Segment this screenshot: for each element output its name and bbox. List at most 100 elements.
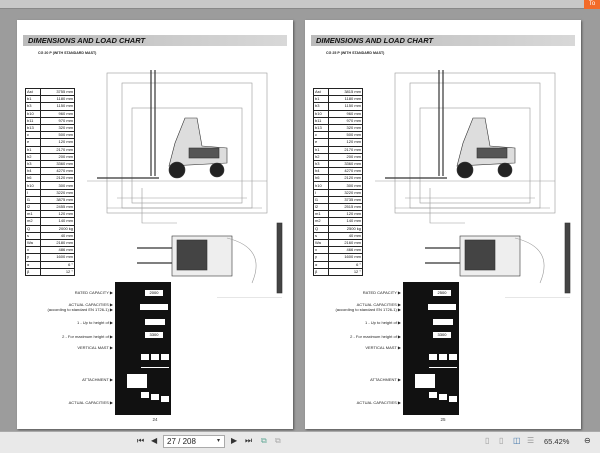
- zoom-level[interactable]: 65.42%: [544, 437, 570, 446]
- spec-symbol: e: [313, 138, 329, 147]
- plate-label: ACTUAL CAPACITIES: [69, 302, 113, 307]
- actual-capacity-box: [428, 304, 456, 310]
- capacity-box: [141, 392, 149, 398]
- spec-symbol: b10: [25, 109, 41, 118]
- last-page-icon[interactable]: ⏭: [245, 436, 253, 445]
- spec-symbol: x: [313, 246, 329, 255]
- spec-value: 12 °: [328, 267, 363, 276]
- spec-symbol: l: [25, 188, 41, 197]
- viewer-toolbar: [0, 431, 600, 453]
- single-page-icon[interactable]: ▯: [485, 436, 490, 445]
- forklift-dimension-drawing: [365, 48, 575, 303]
- spec-value: 200 mm: [40, 152, 75, 161]
- spec-symbol: h10: [313, 181, 329, 190]
- first-page-icon[interactable]: ⏮: [137, 436, 145, 445]
- model-subtitle: CG 25 P (WITH STANDARD MAST): [326, 51, 385, 55]
- zoom-out-icon[interactable]: ⊖: [584, 436, 591, 445]
- spec-value: 300 mm: [328, 181, 363, 190]
- spec-symbol: h3: [25, 159, 41, 169]
- spec-value: 2500 kg: [328, 224, 363, 233]
- page-number-input[interactable]: 27 / 208: [163, 435, 225, 448]
- plate-label: ACTUAL CAPACITIES: [357, 302, 401, 307]
- spec-value: 120 mm: [328, 138, 363, 147]
- spec-value: 2180 mm: [40, 238, 75, 248]
- continuous-page-icon[interactable]: ▯: [499, 436, 504, 445]
- divider: [141, 367, 169, 368]
- spec-symbol: h10: [25, 181, 41, 190]
- spec-value: 40 mm: [328, 231, 363, 240]
- document-page: DIMENSIONS AND LOAD CHART CG 25 P (WITH …: [305, 20, 581, 429]
- model-subtitle: CG 20 P (WITH STANDARD MAST): [38, 51, 97, 55]
- window-top-strip: [0, 0, 600, 9]
- spec-value: 6 °: [328, 260, 363, 269]
- plate-label: RATED CAPACITY: [363, 290, 401, 295]
- spec-symbol: b3: [313, 102, 329, 111]
- spec-value: 3735 mm: [328, 195, 363, 205]
- plate-label: (according to standard EN 1726-1): [47, 307, 113, 312]
- height-1-box: [433, 319, 453, 325]
- height-1-box: [145, 319, 165, 325]
- capacity-box: [439, 394, 447, 400]
- spec-value: 3815 mm: [328, 87, 363, 97]
- spec-value: 200 mm: [328, 152, 363, 161]
- two-page-icon[interactable]: ◫: [513, 436, 521, 445]
- spec-symbol: b11: [25, 116, 41, 125]
- spec-symbol: y: [313, 253, 329, 262]
- back-view-icon[interactable]: ⧉: [261, 436, 267, 445]
- previous-page-icon[interactable]: ◀: [151, 436, 158, 445]
- spec-value: 2160 mm: [328, 238, 363, 248]
- spec-symbol: s: [25, 231, 41, 240]
- plate-label: VERTICAL MAST: [365, 345, 401, 350]
- plate-label: 2 - For maximum height of: [350, 334, 401, 339]
- spec-symbol: Wa: [25, 238, 41, 248]
- spec-value: 2170 mm: [40, 145, 75, 154]
- plate-label: (according to standard EN 1726-1): [335, 307, 401, 312]
- spec-value: 1180 mm: [328, 95, 363, 104]
- spec-value: 320 mm: [40, 123, 75, 133]
- spec-symbol: m2: [313, 217, 329, 226]
- corner-badge[interactable]: To: [584, 0, 600, 9]
- spec-symbol: c: [313, 131, 329, 140]
- continuous-two-page-icon[interactable]: ☰: [527, 436, 535, 445]
- spec-value: 486 mm: [40, 246, 75, 255]
- next-page-icon[interactable]: ▶: [231, 436, 238, 445]
- spec-symbol: l: [313, 188, 329, 197]
- max-height-value: 3300: [433, 332, 451, 338]
- forward-view-icon[interactable]: ⧉: [275, 436, 281, 445]
- spec-value: 12 °: [40, 267, 75, 276]
- spec-value: 320 mm: [328, 123, 363, 133]
- plate-label: RATED CAPACITY: [75, 290, 113, 295]
- plate-label: 2 - For maximum height of: [62, 334, 113, 339]
- page-dropdown-icon[interactable]: ▾: [217, 438, 221, 444]
- document-page: DIMENSIONS AND LOAD CHART CG 20 P (WITH …: [17, 20, 293, 429]
- spec-value: 1600 mm: [328, 253, 363, 262]
- spec-value: 2170 mm: [328, 145, 363, 154]
- spec-symbol: m2: [25, 217, 41, 226]
- spec-value: 1600 mm: [40, 253, 75, 262]
